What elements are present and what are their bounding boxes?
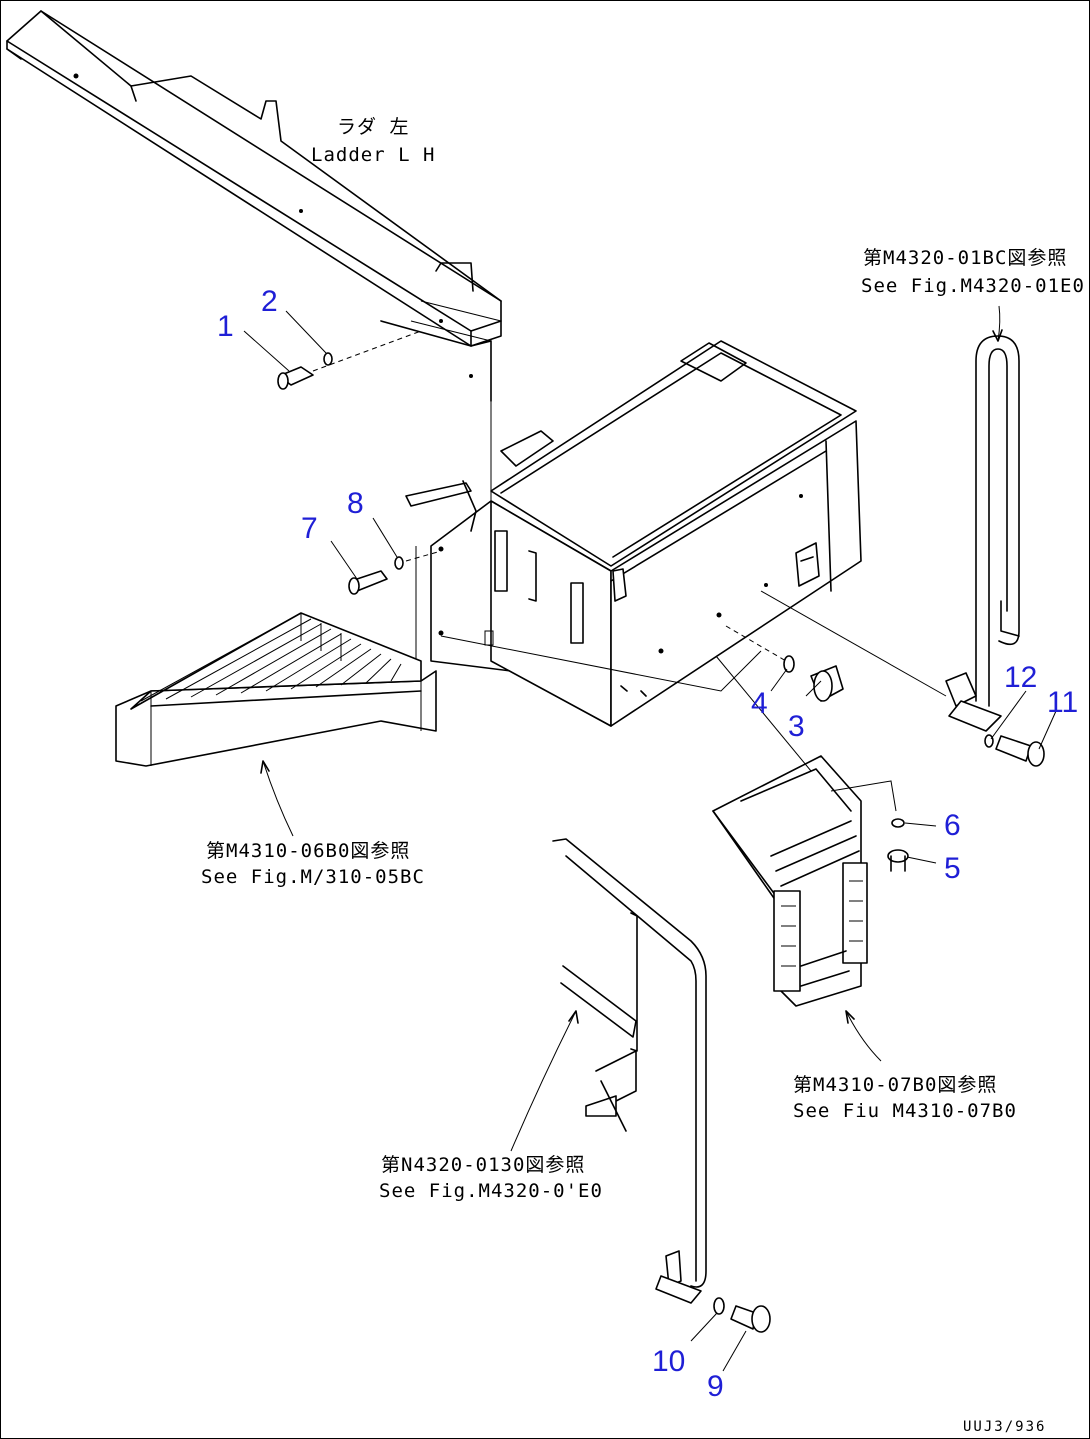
- ladder-lh-part: [6, 10, 502, 402]
- ladder-label-jp: ラダ 左: [337, 116, 409, 138]
- washer-10-part: [713, 1297, 725, 1315]
- ref-left-step-en: See Fig.M/310-05BC: [201, 866, 425, 888]
- washer-4-part: [783, 655, 795, 673]
- callout-5[interactable]: 5: [944, 852, 961, 885]
- washer-12-part: [984, 734, 994, 748]
- callout-9[interactable]: 9: [707, 1370, 724, 1403]
- bolt-5-part: [887, 849, 909, 872]
- ref-handrail-jp: 第M4320-01BC図参照: [863, 247, 1067, 269]
- washer-8-part: [394, 556, 404, 570]
- callout-1[interactable]: 1: [217, 310, 234, 343]
- washer-2-part: [323, 352, 333, 366]
- bolt-9-part: [730, 1305, 771, 1333]
- ref-bottom-rail-en: See Fig.M4320-0'E0: [379, 1180, 603, 1202]
- bolt-3-part: [810, 665, 844, 702]
- ref-right-step-jp: 第M4310-07B0図参照: [793, 1074, 997, 1096]
- left-step-part: [115, 612, 437, 767]
- bottom-rail-part: [552, 838, 707, 1304]
- callout-10[interactable]: 10: [652, 1345, 685, 1378]
- hand-rail-right-part: [945, 335, 1020, 732]
- bolt-1-part: [277, 366, 314, 390]
- bolt-7-part: [348, 570, 388, 595]
- callout-8[interactable]: 8: [347, 487, 364, 520]
- right-step-part: [712, 755, 868, 1007]
- callout-7[interactable]: 7: [301, 512, 318, 545]
- ref-handrail-en: See Fig.M4320-01E0: [861, 275, 1085, 297]
- callout-4[interactable]: 4: [751, 687, 768, 720]
- callout-2[interactable]: 2: [261, 285, 278, 318]
- washer-6-part: [891, 818, 905, 828]
- ref-right-step-en: See Fiu M4310-07B0: [793, 1100, 1017, 1122]
- callout-12[interactable]: 12: [1004, 661, 1037, 694]
- drawing-code: UUJ3/936: [963, 1419, 1046, 1435]
- callout-11[interactable]: 11: [1047, 686, 1078, 719]
- bolt-11-part: [995, 735, 1045, 767]
- callout-3[interactable]: 3: [788, 710, 805, 743]
- ladder-label-en: Ladder L H: [311, 144, 435, 166]
- tool-box-part: [405, 340, 862, 727]
- ref-bottom-rail-jp: 第N4320-0130図参照: [381, 1154, 585, 1176]
- ref-left-step-jp: 第M4310-06B0図参照: [206, 840, 410, 862]
- callout-6[interactable]: 6: [944, 809, 961, 842]
